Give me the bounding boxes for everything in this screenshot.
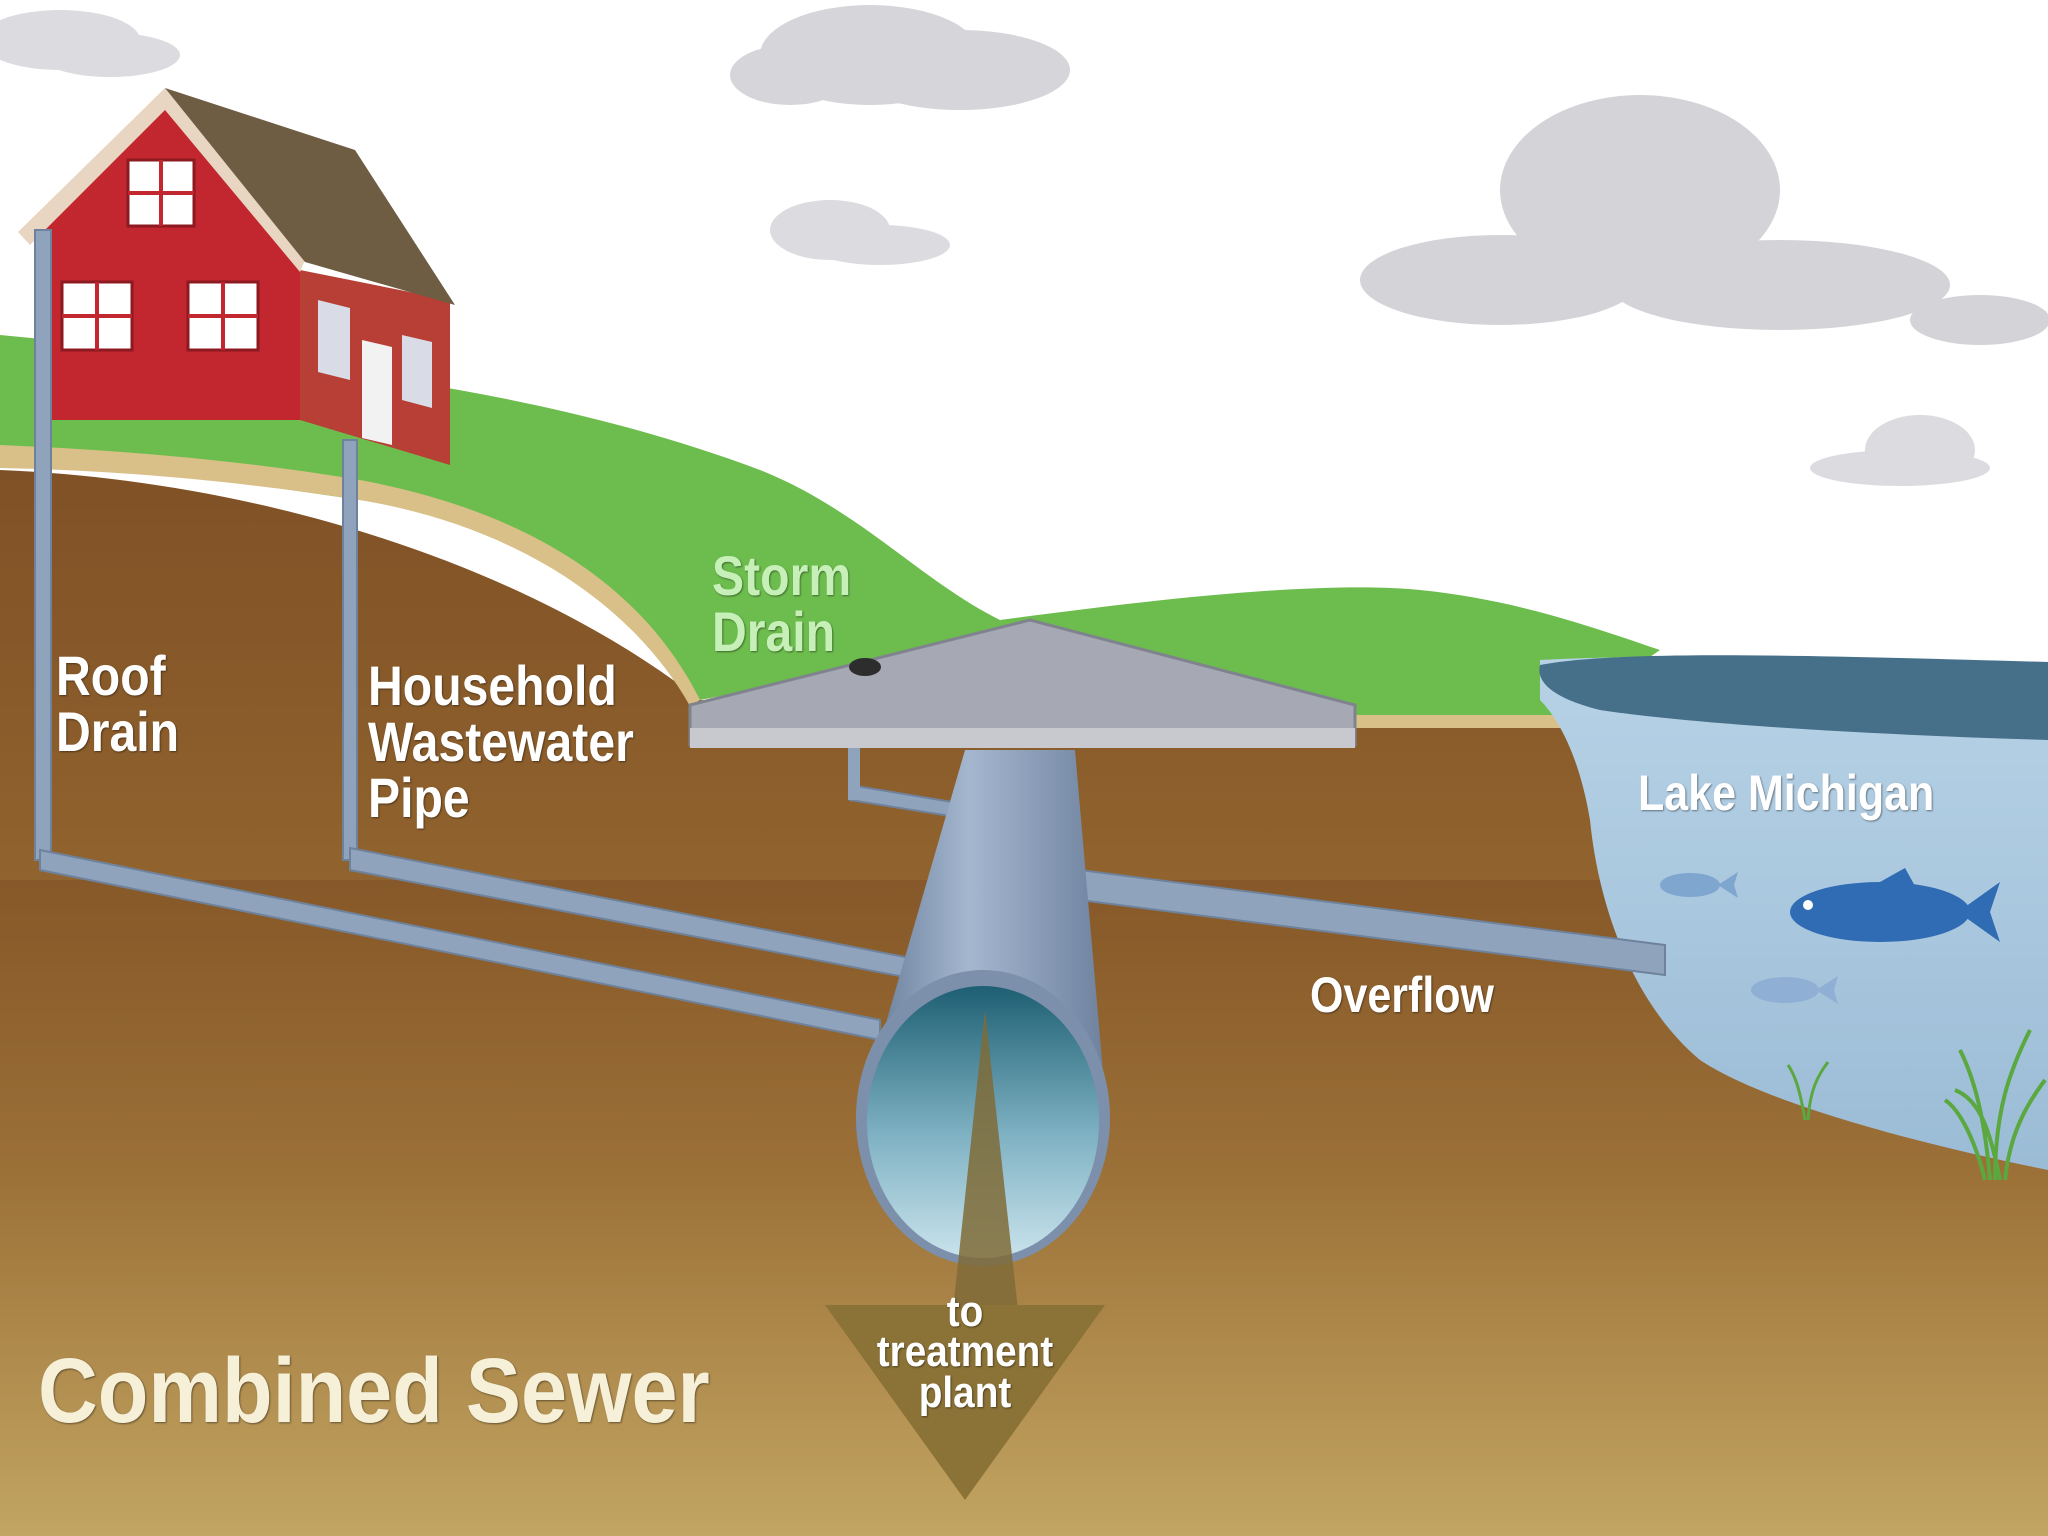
house-icon bbox=[18, 88, 455, 465]
roof-drain-label-line: Drain bbox=[56, 700, 180, 763]
treatment-label-line: to bbox=[946, 1287, 984, 1336]
diagram-title: Combined Sewer bbox=[38, 1340, 710, 1442]
grass-left-hill bbox=[0, 335, 1010, 700]
cloud-icon bbox=[730, 5, 1070, 110]
storm-drain-label-line: Storm bbox=[712, 544, 852, 607]
cloud-icon bbox=[770, 200, 950, 265]
water-plant-icon bbox=[1786, 1061, 1830, 1121]
fish-icon bbox=[1660, 872, 1738, 898]
household-wastewater-pipe-label: Household Wastewater Pipe bbox=[368, 658, 634, 826]
fish-icon bbox=[1751, 976, 1838, 1004]
water-plant-icon bbox=[1943, 1029, 2047, 1181]
lake-michigan-label: Lake Michigan bbox=[1638, 765, 1935, 821]
overflow-label: Overflow bbox=[1310, 967, 1494, 1023]
treatment-label-line: plant bbox=[918, 1367, 1012, 1417]
storm-drain-label-line: Drain bbox=[712, 600, 836, 663]
roof-drain-label: Roof Drain bbox=[56, 648, 179, 760]
down-arrow-icon bbox=[825, 1010, 1105, 1500]
roof-drain-label-line: Roof bbox=[56, 644, 166, 707]
fish-icon bbox=[1790, 868, 2000, 942]
lake-surface bbox=[1539, 655, 2048, 740]
household-pipe-label-line: Household bbox=[368, 654, 617, 717]
cloud-icon bbox=[1360, 95, 2048, 345]
storm-drain-label: Storm Drain bbox=[712, 548, 851, 660]
household-pipe-label-line: Pipe bbox=[368, 766, 470, 829]
storm-drain-grate-icon bbox=[688, 618, 1357, 748]
household-pipe-label-line: Wastewater bbox=[368, 710, 634, 773]
cloud-icon bbox=[0, 10, 180, 77]
to-treatment-plant-label: to treatment plant bbox=[859, 1287, 1070, 1417]
cloud-icon bbox=[1810, 415, 1990, 486]
treatment-label-line: treatment bbox=[876, 1327, 1054, 1377]
